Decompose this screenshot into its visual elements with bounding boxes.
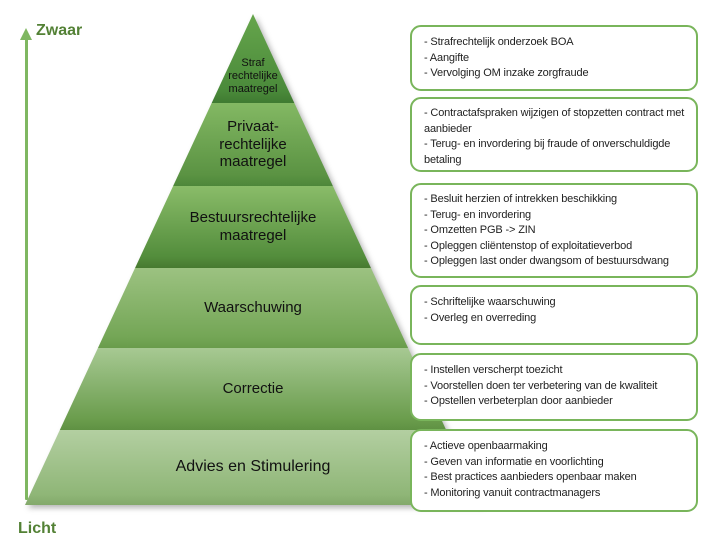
severity-axis-arrow bbox=[25, 38, 28, 500]
bullet-item: - Terug- en invordering bij fraude of on… bbox=[424, 138, 671, 166]
bullet-item: - Opleggen cliëntenstop of exploitatieve… bbox=[424, 239, 633, 252]
bullet-item: - Best practices aanbieders openbaar mak… bbox=[424, 471, 637, 483]
bullet-item: - Vervolging OM inzake zorgfraude bbox=[424, 67, 589, 79]
bullet-item: - Overleg en overreding bbox=[424, 311, 537, 324]
bullet-item: - Strafrechtelijk onderzoek BOA bbox=[424, 36, 574, 48]
axis-label-zwaar: Zwaar bbox=[36, 22, 83, 39]
bullet-item: - Geven van informatie en voorlichting bbox=[424, 455, 604, 468]
bullet-item: - Aangifte bbox=[424, 51, 469, 64]
bullet-item: - Monitoring vanuit contractmanagers bbox=[424, 486, 601, 499]
bullet-item: - Actieve openbaarmaking bbox=[424, 440, 548, 452]
measure-box-correctie: - Instellen verscherpt toezicht - Voorste… bbox=[410, 353, 698, 421]
measure-box-bestuursrechtelijk: - Besluit herzien of intrekken beschikki… bbox=[410, 183, 698, 278]
bullet-item: - Terug- en invordering bbox=[424, 208, 532, 221]
bullet-item: - Schriftelijke waarschuwing bbox=[424, 296, 556, 308]
pyramid-level-advies-en-stimulering: Advies en Stimulering bbox=[25, 430, 481, 505]
measure-box-strafrechtelijk: - Strafrechtelijk onderzoek BOA - Aangift… bbox=[410, 25, 698, 91]
measure-box-privaatrechtelijk: - Contractafspraken wijzigen of stopzett… bbox=[410, 97, 698, 172]
pyramid: Straf rechtelijke maatregel Privaat- rec… bbox=[25, 14, 481, 505]
bullet-item: - Opstellen verbeterplan door aanbieder bbox=[424, 395, 613, 407]
bullet-item: - Opleggen last onder dwangsom of bestuu… bbox=[424, 255, 669, 267]
bullet-item: - Besluit herzien of intrekken beschikki… bbox=[424, 193, 618, 205]
bullet-item: - Contractafspraken wijzigen of stopzett… bbox=[424, 107, 685, 135]
measure-box-waarschuwing: - Schriftelijke waarschuwing - Overleg en… bbox=[410, 285, 698, 345]
arrow-up-icon bbox=[20, 28, 32, 40]
bullet-item: - Voorstellen doen ter verbetering van d… bbox=[424, 379, 658, 392]
bullet-item: - Instellen verscherpt toezicht bbox=[424, 364, 563, 376]
measure-box-advies: - Actieve openbaarmaking - Geven van info… bbox=[410, 429, 698, 512]
pyramid-level-correctie: Correctie bbox=[25, 348, 481, 430]
axis-label-licht: Licht bbox=[18, 520, 57, 537]
bullet-item: - Omzetten PGB -> ZIN bbox=[424, 224, 536, 236]
